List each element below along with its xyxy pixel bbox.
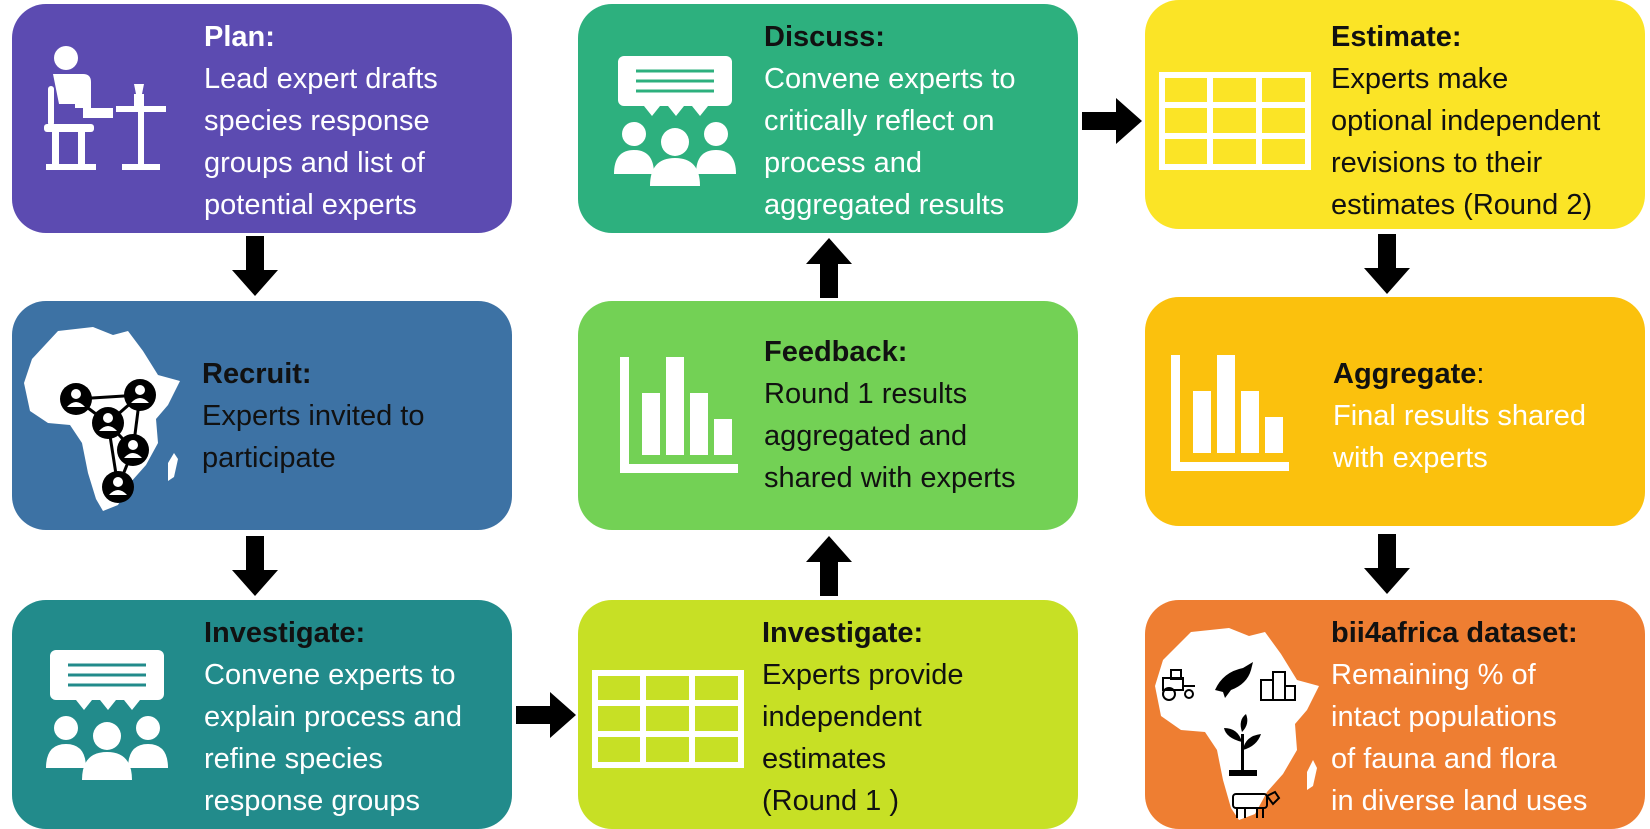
arrow-up-feedback-discuss bbox=[806, 238, 852, 298]
step-aggregate-title-suffix: : bbox=[1476, 358, 1485, 390]
bar-chart-icon bbox=[1171, 355, 1289, 471]
step-dataset-line: in diverse land uses bbox=[1331, 785, 1588, 817]
step-recruit-title: Recruit: bbox=[202, 358, 312, 390]
step-discuss-title: Discuss: bbox=[764, 21, 885, 53]
step-investigate-1-line: refine species bbox=[204, 743, 383, 775]
step-estimate-line: Experts make bbox=[1331, 63, 1509, 95]
step-dataset-line: of fauna and flora bbox=[1331, 743, 1557, 775]
step-plan-line: groups and list of bbox=[204, 147, 425, 179]
africa-expert-network-icon bbox=[24, 327, 180, 511]
bird-icon bbox=[1215, 662, 1253, 698]
step-investigate-1-line: Convene experts to bbox=[204, 659, 456, 691]
plant-icon bbox=[1224, 714, 1261, 776]
speech-bubble-group-icon bbox=[614, 56, 736, 186]
tractor-icon bbox=[1162, 669, 1195, 701]
step-discuss-line: critically reflect on bbox=[764, 105, 995, 137]
step-aggregate-line: Final results shared bbox=[1333, 400, 1587, 432]
step-plan-line: Lead expert drafts bbox=[204, 63, 438, 95]
step-investigate-2-line: (Round 1 ) bbox=[762, 785, 900, 817]
step-plan: Plan: Lead expert drafts species respons… bbox=[12, 4, 512, 233]
step-discuss-line: aggregated results bbox=[764, 189, 1005, 221]
step-investigate-1: Investigate: Convene experts to explain … bbox=[12, 600, 512, 829]
arrow-up-investigate-feedback bbox=[806, 536, 852, 596]
step-investigate-2-title: Investigate: bbox=[762, 617, 924, 649]
step-discuss: Discuss: Convene experts to critically r… bbox=[578, 4, 1078, 233]
step-plan-line: potential experts bbox=[204, 189, 417, 221]
table-grid-icon bbox=[1159, 72, 1311, 170]
step-recruit-line: participate bbox=[202, 442, 336, 474]
step-recruit: Recruit: Experts invited to participate bbox=[12, 301, 512, 530]
arrow-down-aggregate-dataset bbox=[1364, 534, 1410, 594]
step-feedback-title: Feedback: bbox=[764, 336, 908, 368]
step-investigate-1-line: response groups bbox=[204, 785, 421, 817]
step-aggregate-title: Aggregate bbox=[1333, 358, 1477, 390]
step-estimate: Estimate: Experts make optional independ… bbox=[1145, 0, 1645, 229]
arrow-right-investigate-investigate bbox=[516, 692, 576, 738]
arrow-right-discuss-estimate bbox=[1082, 98, 1142, 144]
step-estimate-line: optional independent bbox=[1331, 105, 1601, 137]
step-recruit-line: Experts invited to bbox=[202, 400, 425, 432]
step-dataset-line: Remaining % of bbox=[1331, 659, 1536, 691]
arrow-down-recruit-investigate bbox=[232, 536, 278, 596]
bar-chart-icon bbox=[620, 357, 738, 473]
step-plan-title: Plan: bbox=[204, 21, 275, 53]
step-feedback-line: Round 1 results bbox=[764, 378, 968, 410]
step-discuss-line: process and bbox=[764, 147, 922, 179]
step-aggregate: Aggregate: Final results shared with exp… bbox=[1145, 297, 1645, 526]
step-investigate-2-line: independent bbox=[762, 701, 922, 733]
step-feedback-line: aggregated and bbox=[764, 420, 968, 452]
step-estimate-line: estimates (Round 2) bbox=[1331, 189, 1593, 221]
step-investigate-2-line: estimates bbox=[762, 743, 887, 775]
step-discuss-line: Convene experts to bbox=[764, 63, 1016, 95]
step-estimate-line: revisions to their bbox=[1331, 147, 1543, 179]
table-grid-icon bbox=[592, 670, 744, 768]
arrow-down-estimate-aggregate bbox=[1364, 234, 1410, 294]
africa-land-use-icon bbox=[1155, 628, 1319, 820]
step-plan-line: species response bbox=[204, 105, 430, 137]
step-aggregate-line: with experts bbox=[1333, 442, 1488, 474]
step-investigate-2-line: Experts provide bbox=[762, 659, 964, 691]
step-feedback: Feedback: Round 1 results aggregated and… bbox=[578, 301, 1078, 530]
cow-icon bbox=[1232, 790, 1281, 818]
step-investigate-1-line: explain process and bbox=[204, 701, 462, 733]
step-investigate-1-title: Investigate: bbox=[204, 617, 366, 649]
step-feedback-line: shared with experts bbox=[764, 462, 1016, 494]
arrow-down-plan-recruit bbox=[232, 236, 278, 296]
step-estimate-title: Estimate: bbox=[1331, 21, 1462, 53]
speech-bubble-group-icon bbox=[46, 650, 168, 780]
step-dataset: bii4africa dataset: Remaining % of intac… bbox=[1145, 600, 1645, 829]
buildings-icon bbox=[1260, 671, 1296, 701]
person-at-desk-icon bbox=[44, 46, 166, 170]
step-dataset-line: intact populations bbox=[1331, 701, 1557, 733]
step-investigate-2: Investigate: Experts provide independent… bbox=[578, 600, 1078, 829]
step-dataset-title: bii4africa dataset: bbox=[1331, 617, 1578, 649]
